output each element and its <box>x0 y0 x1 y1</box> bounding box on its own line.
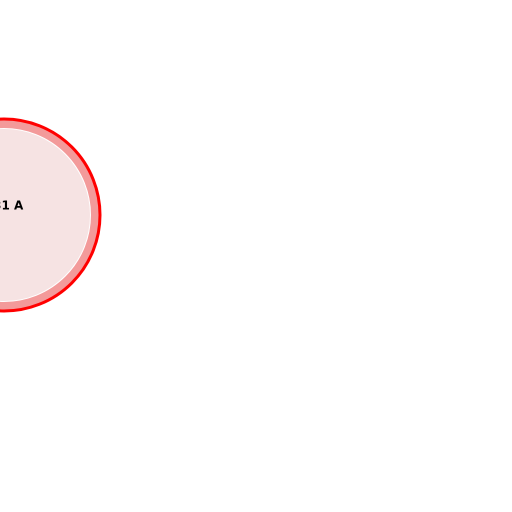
zone-outline <box>0 117 102 313</box>
zone-label: 131 A <box>0 199 24 213</box>
zone-fill <box>0 129 90 301</box>
zone-halo <box>0 118 101 312</box>
zone-marker[interactable]: 131 A <box>0 117 102 313</box>
